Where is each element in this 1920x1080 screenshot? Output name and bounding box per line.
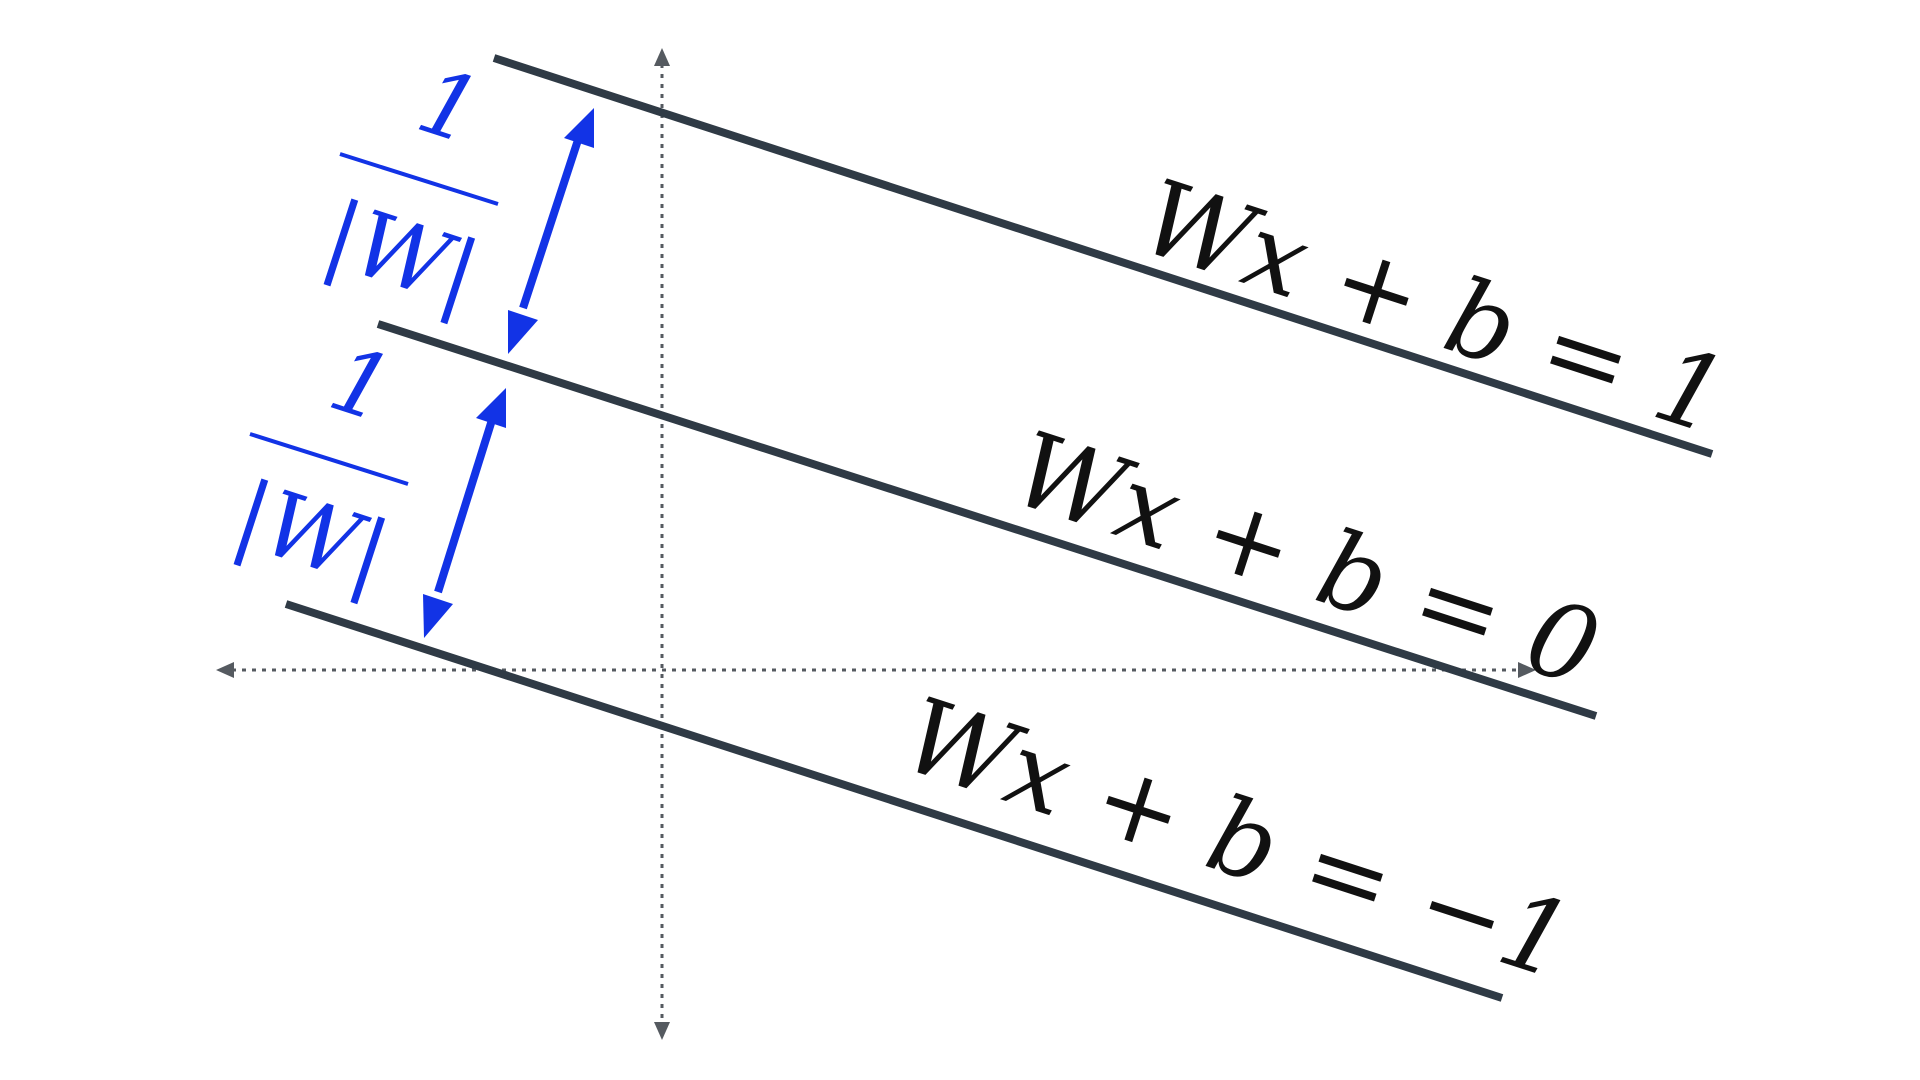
- margin-fraction-upper: 1 |W|: [312, 48, 499, 329]
- margin-fraction-lower-bar: [249, 432, 409, 486]
- hyperplane-negative: [284, 600, 1504, 1002]
- equation-label-decision: Wx + b = 0: [1000, 408, 1613, 711]
- y-axis-top-arrow-icon: [654, 48, 670, 66]
- margin-fraction-upper-denominator: |W|: [312, 181, 490, 328]
- x-axis-left-arrow-icon: [216, 662, 234, 678]
- margin-arrow-upper-shaft: [519, 138, 582, 310]
- hyperplane-positive: [492, 54, 1714, 458]
- equation-label-positive: Wx + b = 1: [1128, 156, 1741, 459]
- arrow-down-icon: [423, 594, 453, 638]
- arrow-up-icon: [476, 388, 506, 428]
- hyperplane-decision: [376, 320, 1598, 720]
- arrow-down-icon: [508, 310, 538, 354]
- margin-fraction-upper-bar: [339, 152, 499, 206]
- margin-arrow-lower: [423, 388, 506, 638]
- y-axis-bottom-arrow-icon: [654, 1022, 670, 1040]
- arrow-up-icon: [564, 108, 594, 148]
- margin-fraction-lower-denominator: |W|: [222, 461, 400, 608]
- margin-arrows: [423, 108, 594, 638]
- margin-fractions: 1 |W| 1 |W|: [222, 48, 499, 609]
- margin-fraction-lower: 1 |W|: [222, 326, 409, 609]
- equation-label-negative: Wx + b = −1: [890, 674, 1586, 1004]
- hyperplanes: [284, 54, 1714, 1002]
- margin-arrow-lower-shaft: [434, 418, 496, 594]
- margin-arrow-upper: [508, 108, 594, 354]
- equation-labels: Wx + b = 1 Wx + b = 0 Wx + b = −1: [890, 156, 1741, 1004]
- coordinate-axes: [216, 48, 1536, 1040]
- x-axis-right-arrow-icon: [1518, 662, 1536, 678]
- margin-fraction-lower-numerator: 1: [318, 326, 405, 444]
- margin-fraction-upper-numerator: 1: [406, 48, 493, 166]
